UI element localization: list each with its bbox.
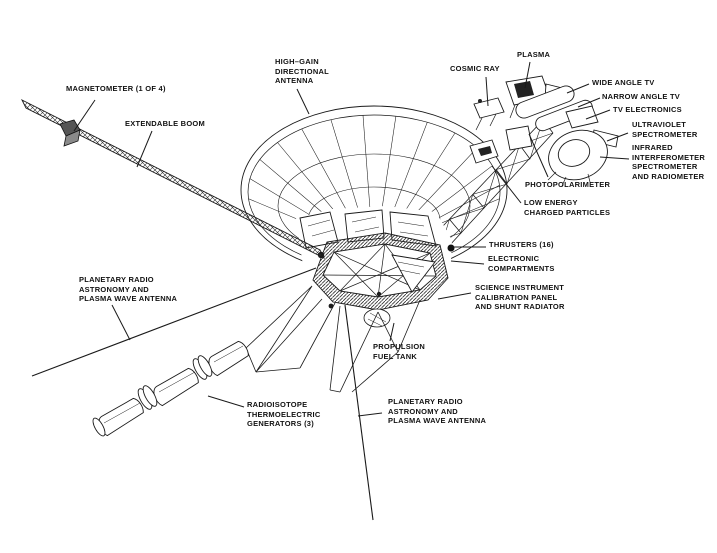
compartment-bays [299, 209, 437, 249]
leader-magnetometer [73, 99, 96, 132]
label-tv-electronics: TV ELECTRONICS [613, 105, 682, 114]
lower-struts [245, 285, 421, 393]
leader-ultraviolet [606, 132, 629, 142]
label-propulsion-fuel-tank: PROPULSION FUEL TANK [373, 342, 426, 361]
label-low-energy-charged-particles: LOW ENERGY CHARGED PARTICLES [524, 198, 611, 217]
leader-wide-angle-tv [566, 83, 590, 94]
label-pra-antenna-left: PLANETARY RADIO ASTRONOMY AND PLASMA WAV… [79, 275, 178, 304]
propulsion-fuel-tank-shape [363, 308, 391, 328]
tv-electronics-box [565, 105, 599, 129]
magnetometer-sensor [59, 119, 81, 147]
pra-antenna-left [31, 267, 317, 377]
label-thrusters: THRUSTERS (16) [489, 240, 554, 249]
leader-pra-bottom [357, 412, 383, 417]
iris-instrument [547, 129, 608, 187]
label-wide-angle-tv: WIDE ANGLE TV [592, 78, 655, 87]
label-electronic-compartments: ELECTRONIC COMPARTMENTS [488, 254, 555, 273]
leader-high-gain [296, 88, 310, 115]
label-photopolarimeter: PHOTOPOLARIMETER [525, 180, 611, 189]
label-high-gain-antenna: HIGH–GAIN DIRECTIONAL ANTENNA [275, 57, 329, 86]
magnetometer-boom [20, 98, 326, 260]
leader-lines [73, 61, 630, 417]
label-magnetometer: MAGNETOMETER (1 OF 4) [66, 84, 166, 93]
leader-cosmic-ray [485, 76, 489, 107]
label-pra-antenna-bottom: PLANETARY RADIO ASTRONOMY AND PLASMA WAV… [388, 397, 487, 426]
leader-plasma [524, 61, 531, 89]
label-ultraviolet-spectrometer: ULTRAVIOLET SPECTROMETER [632, 120, 698, 139]
calibration-panel [391, 254, 436, 293]
bay-shine-lines [307, 216, 429, 237]
bus-fitting [328, 303, 334, 309]
leader-rtg [207, 395, 245, 408]
leader-photopolarimeter [528, 133, 549, 178]
label-cosmic-ray: COSMIC RAY [450, 64, 500, 73]
leader-propulsion [389, 322, 395, 342]
pra-antenna-bottom [344, 304, 374, 521]
leader-extendable-boom [136, 130, 153, 168]
leader-science-calibration [437, 292, 472, 300]
label-plasma: PLASMA [517, 50, 551, 59]
bus-body [296, 206, 455, 312]
wide-angle-tv-camera [515, 85, 575, 119]
leader-pra-left [111, 304, 131, 341]
leader-electronic-compartments [450, 260, 485, 265]
photopolarimeter-box [505, 125, 533, 151]
bus-fitting-2 [376, 291, 382, 297]
leader-tv-electronics [585, 109, 611, 120]
leader-infrared [599, 156, 630, 160]
calibration-panel-shine [397, 261, 425, 275]
label-infrared-interferometer: INFRARED INTERFEROMETER SPECTROMETER AND… [632, 143, 706, 181]
instrument-cluster [469, 75, 619, 187]
leader-low-energy [491, 165, 522, 204]
rtg-assembly [92, 340, 249, 437]
label-science-calibration-panel: SCIENCE INSTRUMENT CALIBRATION PANEL AND… [475, 283, 565, 312]
leader-narrow-angle-tv [577, 97, 601, 108]
cosmic-ray-instrument [473, 97, 505, 119]
label-rtg: RADIOISOTOPE THERMOELECTRIC GENERATORS (… [247, 400, 321, 429]
thruster-cluster [447, 244, 455, 252]
label-extendable-boom: EXTENDABLE BOOM [125, 119, 206, 128]
label-narrow-angle-tv: NARROW ANGLE TV [602, 92, 681, 101]
